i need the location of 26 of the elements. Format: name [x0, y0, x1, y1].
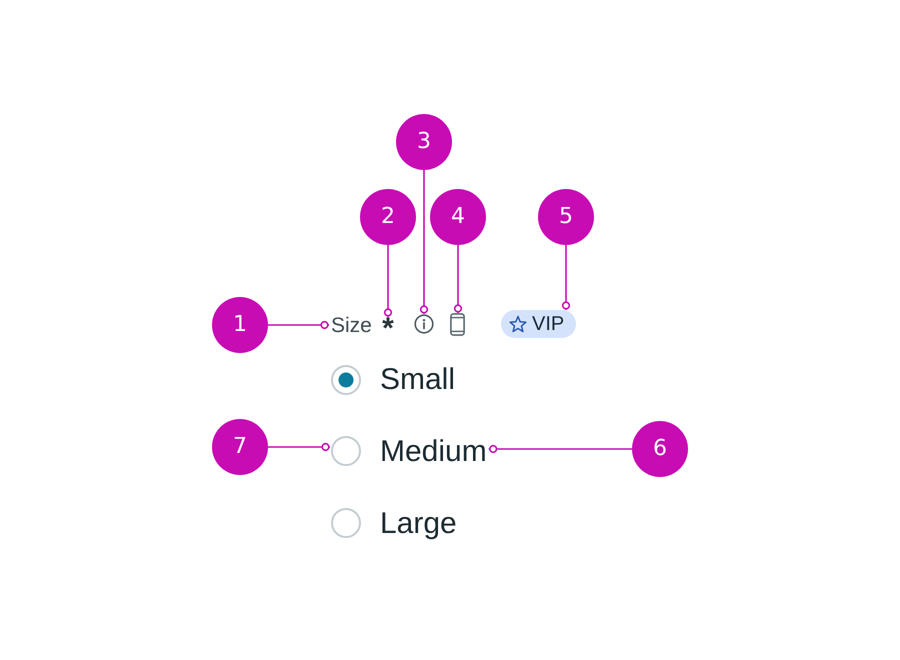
radio-button: [330, 364, 362, 396]
radio-button: [330, 507, 362, 539]
tag-badge: [501, 310, 576, 338]
leader-line: [562, 245, 570, 310]
callout-number: 3: [396, 114, 452, 170]
field-label: Size: [329, 314, 373, 338]
option-label: Medium: [380, 434, 489, 470]
required-marker: *: [378, 317, 398, 341]
callout-number: 2: [360, 189, 416, 245]
callout-number: 7: [212, 419, 268, 475]
callout-number: 4: [430, 189, 486, 245]
leader-line: [454, 245, 462, 313]
info-icon: [414, 314, 434, 334]
leader-line: [268, 320, 329, 330]
mobile-phone-icon: [450, 313, 465, 336]
option-label: Large: [380, 506, 458, 542]
leader-line: [268, 442, 330, 452]
leader-line: [420, 170, 428, 314]
option-label: Small: [380, 362, 456, 398]
radio-button: [330, 435, 362, 467]
callout-number: 6: [632, 421, 688, 477]
callout-number: 5: [538, 189, 594, 245]
leader-line: [384, 245, 392, 317]
leader-line: [488, 444, 632, 454]
badge-label: VIP: [532, 312, 564, 336]
callout-number: 1: [212, 297, 268, 353]
